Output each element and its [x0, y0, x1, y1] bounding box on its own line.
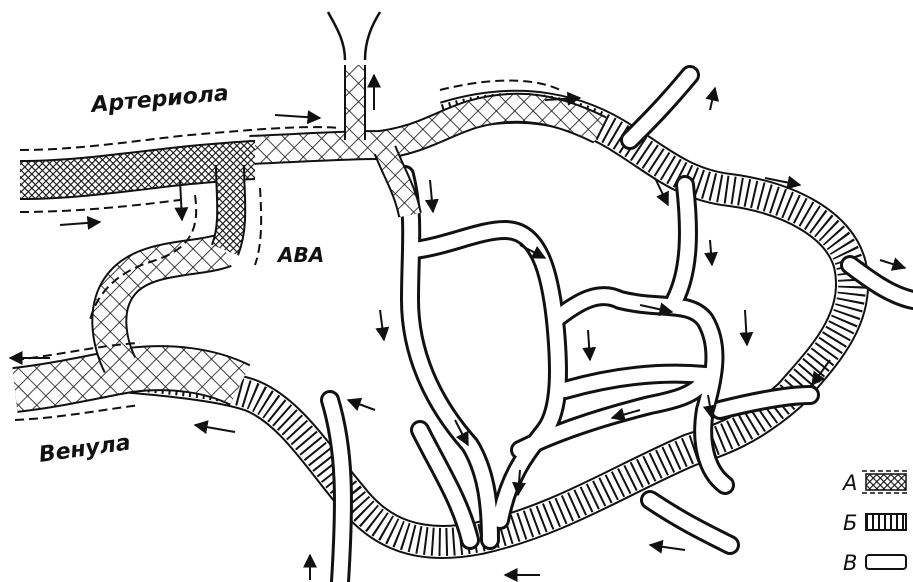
arrow: [588, 330, 590, 360]
legend-key-c: В: [843, 551, 857, 575]
arrow: [380, 310, 384, 340]
arteriole-label: Артериола: [88, 81, 229, 118]
legend-key-b: Б: [843, 511, 857, 535]
arrow: [745, 310, 747, 345]
arrow: [430, 180, 433, 212]
arrow: [180, 180, 182, 220]
venule-label: Венула: [37, 430, 132, 468]
arrow: [710, 240, 712, 265]
legend-key-a: А: [841, 471, 857, 495]
arrow: [60, 222, 100, 225]
ava-label: АВА: [276, 243, 324, 267]
arrow: [710, 88, 715, 110]
arrow: [880, 260, 905, 268]
legend-swatch-a: [866, 474, 906, 490]
legend-swatch-c: [866, 555, 906, 569]
thoroughfare-channel: [250, 65, 600, 215]
arrow: [275, 115, 320, 118]
arrow: [195, 425, 235, 432]
top-branch: [328, 12, 380, 60]
venule-vessel: [15, 368, 240, 390]
legend: А Б В: [841, 471, 910, 575]
arrow: [348, 400, 375, 410]
arrow: [650, 545, 685, 550]
